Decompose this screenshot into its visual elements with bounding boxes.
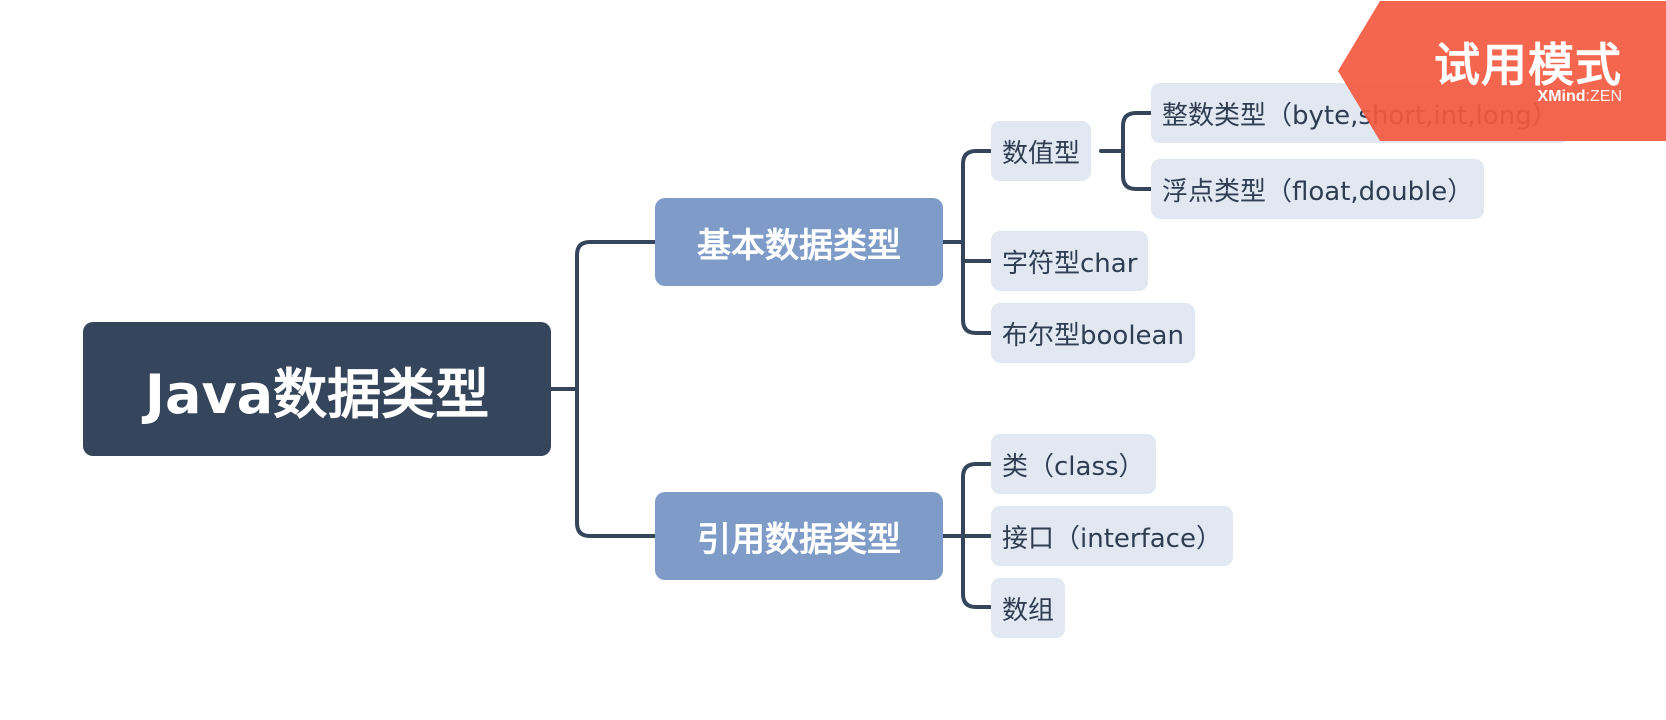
- subtopic-label: 浮点类型（float,double）: [1162, 176, 1474, 207]
- brand-separator: :: [1585, 88, 1590, 105]
- subtopic-label: 字符型char: [1002, 248, 1138, 279]
- connector-root-to-basic: [575, 240, 657, 378]
- subtopic-label: 布尔型boolean: [1002, 320, 1184, 351]
- root-topic-label: Java数据类型: [144, 362, 490, 426]
- subtopic-char[interactable]: 字符型char: [991, 231, 1149, 291]
- connector-basic-to-numeric: [961, 149, 993, 335]
- xmind-zen-logo: XMind:ZEN: [1538, 88, 1622, 106]
- subtopic-label: 接口（interface）: [1002, 523, 1222, 554]
- connector-numeric-to-integer: [1121, 111, 1153, 191]
- subtopic-label: 数组: [1002, 595, 1055, 626]
- brand-edition: ZEN: [1590, 88, 1622, 105]
- root-topic[interactable]: Java数据类型: [83, 322, 551, 456]
- subtopic-boolean[interactable]: 布尔型boolean: [991, 303, 1195, 363]
- subtopic-array[interactable]: 数组: [991, 578, 1066, 638]
- subtopic-label: 类（class）: [1002, 451, 1145, 482]
- subtopic-class[interactable]: 类（class）: [991, 434, 1156, 494]
- connector-root-to-reference: [575, 374, 657, 538]
- topic-basic-data-types[interactable]: 基本数据类型: [655, 198, 943, 286]
- subtopic-label: 数值型: [1002, 138, 1081, 169]
- subtopic-float-types[interactable]: 浮点类型（float,double）: [1151, 159, 1485, 219]
- topic-label: 引用数据类型: [697, 519, 901, 560]
- subtopic-interface[interactable]: 接口（interface）: [991, 506, 1233, 566]
- trial-mode-watermark: 试用模式 XMind:ZEN: [1338, 1, 1666, 141]
- topic-reference-data-types[interactable]: 引用数据类型: [655, 492, 943, 580]
- brand-name: XMind: [1537, 88, 1586, 105]
- trial-mode-title: 试用模式: [1434, 38, 1622, 92]
- subtopic-numeric[interactable]: 数值型: [991, 121, 1092, 181]
- topic-label: 基本数据类型: [697, 225, 901, 266]
